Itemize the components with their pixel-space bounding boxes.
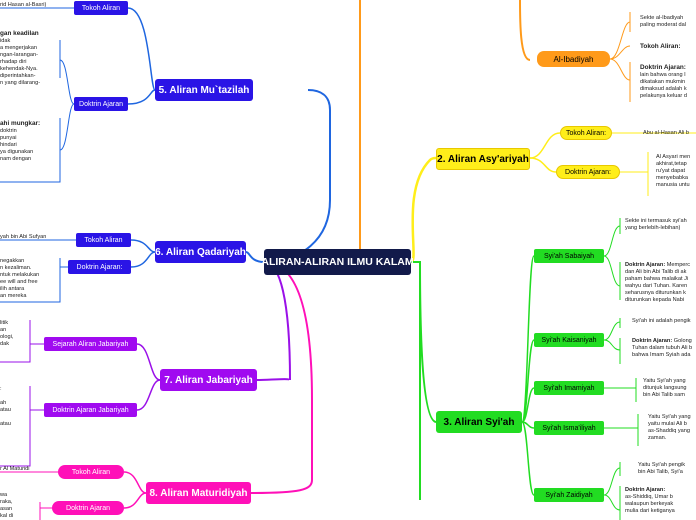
jabariyah-sejarah-aliran[interactable]: Sejarah Aliran Jabariyah: [44, 337, 137, 351]
syiah-sabaiyah-text-1: Sekte ini termasuk syi'ah yang berlebih-…: [625, 218, 687, 231]
link-kaisaniyah-text: [603, 318, 621, 364]
link-central-asyariyah: [409, 156, 437, 264]
topic-syiah[interactable]: 3. Aliran Syi'ah: [436, 411, 522, 433]
link-imamiyah-text: [604, 378, 637, 402]
maturidiyah-tokoh-aliran[interactable]: Tokoh Aliran: [58, 465, 124, 479]
link-ismailiyah-text: [604, 414, 639, 446]
link-mutazilah-tokoh: [127, 7, 156, 91]
syiah-ismailiyah-text: Yaitu Syi'ah yang yaitu mulai Ali b as-S…: [648, 414, 691, 441]
link-mutazilah-doktrin: [127, 89, 156, 105]
mutazilah-tokoh-aliran[interactable]: Tokoh Aliran: [74, 1, 128, 15]
mutazilah-amar-title: ahi mungkar:: [0, 120, 41, 127]
jabariyah-sejarah-text: litik an ologi, dak: [0, 320, 14, 347]
mutazilah-doktrin-text: idak a mengerjakan ngan-larangan- rhadap…: [0, 38, 41, 86]
syiah-imamiyah[interactable]: Syi'ah Imamiyah: [534, 381, 604, 395]
link-jab-doktrin: [136, 379, 161, 411]
syiah-kaisaniyah-doktrin-title: Doktrin Ajaran:: [632, 338, 673, 344]
asyariyah-doktrin-ajaran[interactable]: Doktrin Ajaran:: [556, 165, 620, 179]
link-asy-doktrin: [529, 157, 557, 173]
maturidiyah-doktrin-text: wa raka, asan kal di: [0, 492, 14, 519]
syiah-zaidiyah-doktrin-text: as-Shiddiq, Umar b walaupun berkeyak mul…: [625, 494, 675, 514]
qadariyah-tokoh-aliran[interactable]: Tokoh Aliran: [76, 233, 131, 247]
syiah-zaidiyah[interactable]: Syi'ah Zaidiyah: [534, 488, 604, 502]
syiah-imamiyah-text: Yaitu Syi'ah yang ditunjuk langsung bin …: [643, 378, 687, 398]
link-asy-doktrin-text: [620, 152, 649, 196]
syiah-zaidiyah-text-1: Yaitu Syi'ah pengik bin Abi Talib, Syi'a: [638, 462, 685, 475]
maturidiyah-tokoh-text: r Al Maturidi: [0, 466, 30, 472]
syiah-sabaiyah-doktrin: Doktrin Ajaran: Memperc dan Ali bin Abi …: [625, 262, 690, 304]
syiah-zaidiyah-doktrin-title: Doktrin Ajaran:: [625, 487, 666, 493]
ibadiyah-text-1: Sekte al-Ibadiyah paling moderat dal: [640, 15, 687, 28]
link-mat-tokoh: [123, 471, 147, 494]
link-ibadiyah-branch: [519, 0, 531, 61]
link-sabaiyah-text: [603, 218, 621, 300]
topic-mutazilah[interactable]: 5. Aliran Mu`tazilah: [155, 79, 253, 101]
link-jab-doktrin-text: [0, 386, 44, 467]
link-qadariyah-tokoh: [130, 239, 156, 253]
topic-ibadiyah[interactable]: Al-Ibadiyah: [537, 51, 610, 67]
link-doktrin-text: [0, 40, 75, 183]
topic-maturidiyah[interactable]: 8. Aliran Maturidiyah: [146, 482, 251, 504]
link-central-mutazilah: [263, 89, 331, 263]
link-asy-tokoh: [529, 132, 561, 159]
mutazilah-amar-text: doktrin punyai hindari ya digunakan nam …: [0, 128, 34, 162]
link-qad-doktrin-text: [0, 258, 68, 303]
link-ibadiyah-children: [609, 12, 631, 102]
asyariyah-tokoh-text: Abu al-Hasan Ali b: [643, 130, 690, 136]
ibadiyah-doktrin-title: Doktrin Ajaran:: [640, 64, 686, 71]
syiah-sabaiyah[interactable]: Syi'ah Sabaiyah: [534, 249, 604, 263]
syiah-kaisaniyah-text-1: Syi'ah ini adalah pengik: [632, 318, 691, 324]
maturidiyah-doktrin-ajaran[interactable]: Doktrin Ajaran: [52, 501, 124, 515]
link-mat-doktrin: [123, 492, 147, 509]
jabariyah-doktrin-text: : ah atau atau: [0, 386, 11, 427]
mutazilah-doktrin-ajaran[interactable]: Doktrin Ajaran: [74, 97, 128, 111]
mutazilah-doktrin-title: gan keadilan: [0, 30, 39, 37]
link-central-qadariyah: [245, 251, 265, 263]
syiah-ismailiyah[interactable]: Syi'ah Isma'iliyah: [534, 421, 604, 435]
syiah-zaidiyah-doktrin: Doktrin Ajaran: as-Shiddiq, Umar b walau…: [625, 487, 675, 515]
topic-asyariyah[interactable]: 2. Aliran Asy'ariyah: [436, 148, 530, 170]
syiah-kaisaniyah-doktrin-text: Golong Tuhan dalam tubuh Ali b bahwa Ima…: [632, 338, 693, 358]
link-central-syiah: [411, 261, 437, 500]
link-syiah-children: [521, 255, 535, 496]
link-qadariyah-doktrin: [130, 251, 156, 268]
syiah-kaisaniyah-doktrin: Doktrin Ajaran: Golong Tuhan dalam tubuh…: [632, 338, 692, 359]
ibadiyah-doktrin-text: lain bahwa orang I dikatakan mukmin dima…: [640, 72, 687, 99]
qadariyah-tokoh-text: yah bin Abi Sufyan: [0, 234, 47, 240]
qadariyah-doktrin-ajaran[interactable]: Doktrin Ajaran:: [68, 260, 131, 274]
topic-jabariyah[interactable]: 7. Aliran Jabariyah: [160, 369, 257, 391]
central-topic[interactable]: ALIRAN-ALIRAN ILMU KALAM: [261, 249, 414, 275]
syiah-sabaiyah-doktrin-text: Memperc dan Ali bin Abi Talib di ak paha…: [625, 262, 691, 303]
topic-qadariyah[interactable]: 6. Aliran Qadariyah: [155, 241, 246, 263]
link-central-jabariyah: [256, 261, 291, 381]
jabariyah-doktrin-ajaran[interactable]: Doktrin Ajaran Jabariyah: [44, 403, 137, 417]
link-mat-doktrin-text: [39, 502, 52, 520]
link-central-maturidiyah: [250, 261, 313, 494]
syiah-sabaiyah-doktrin-title: Doktrin Ajaran:: [625, 262, 666, 268]
link-zaidiyah-text: [603, 462, 621, 520]
ibadiyah-tokoh: Tokoh Aliran:: [640, 43, 681, 50]
syiah-kaisaniyah[interactable]: Syi'ah Kaisaniyah: [534, 333, 604, 347]
qadariyah-doktrin-text: negakkan n kezaliman. ntuk melakukan ee …: [0, 258, 40, 299]
link-jab-sejarah: [136, 343, 161, 381]
asyariyah-tokoh-aliran[interactable]: Tokoh Aliran:: [560, 126, 612, 140]
link-jab-sejarah-text: [0, 320, 44, 363]
asyariyah-doktrin-text: Al Asyari men akhirat,tetap ru'yat dapat…: [656, 154, 691, 188]
mutazilah-tokoh-text: rid Hasan al-Basri): [0, 2, 47, 8]
